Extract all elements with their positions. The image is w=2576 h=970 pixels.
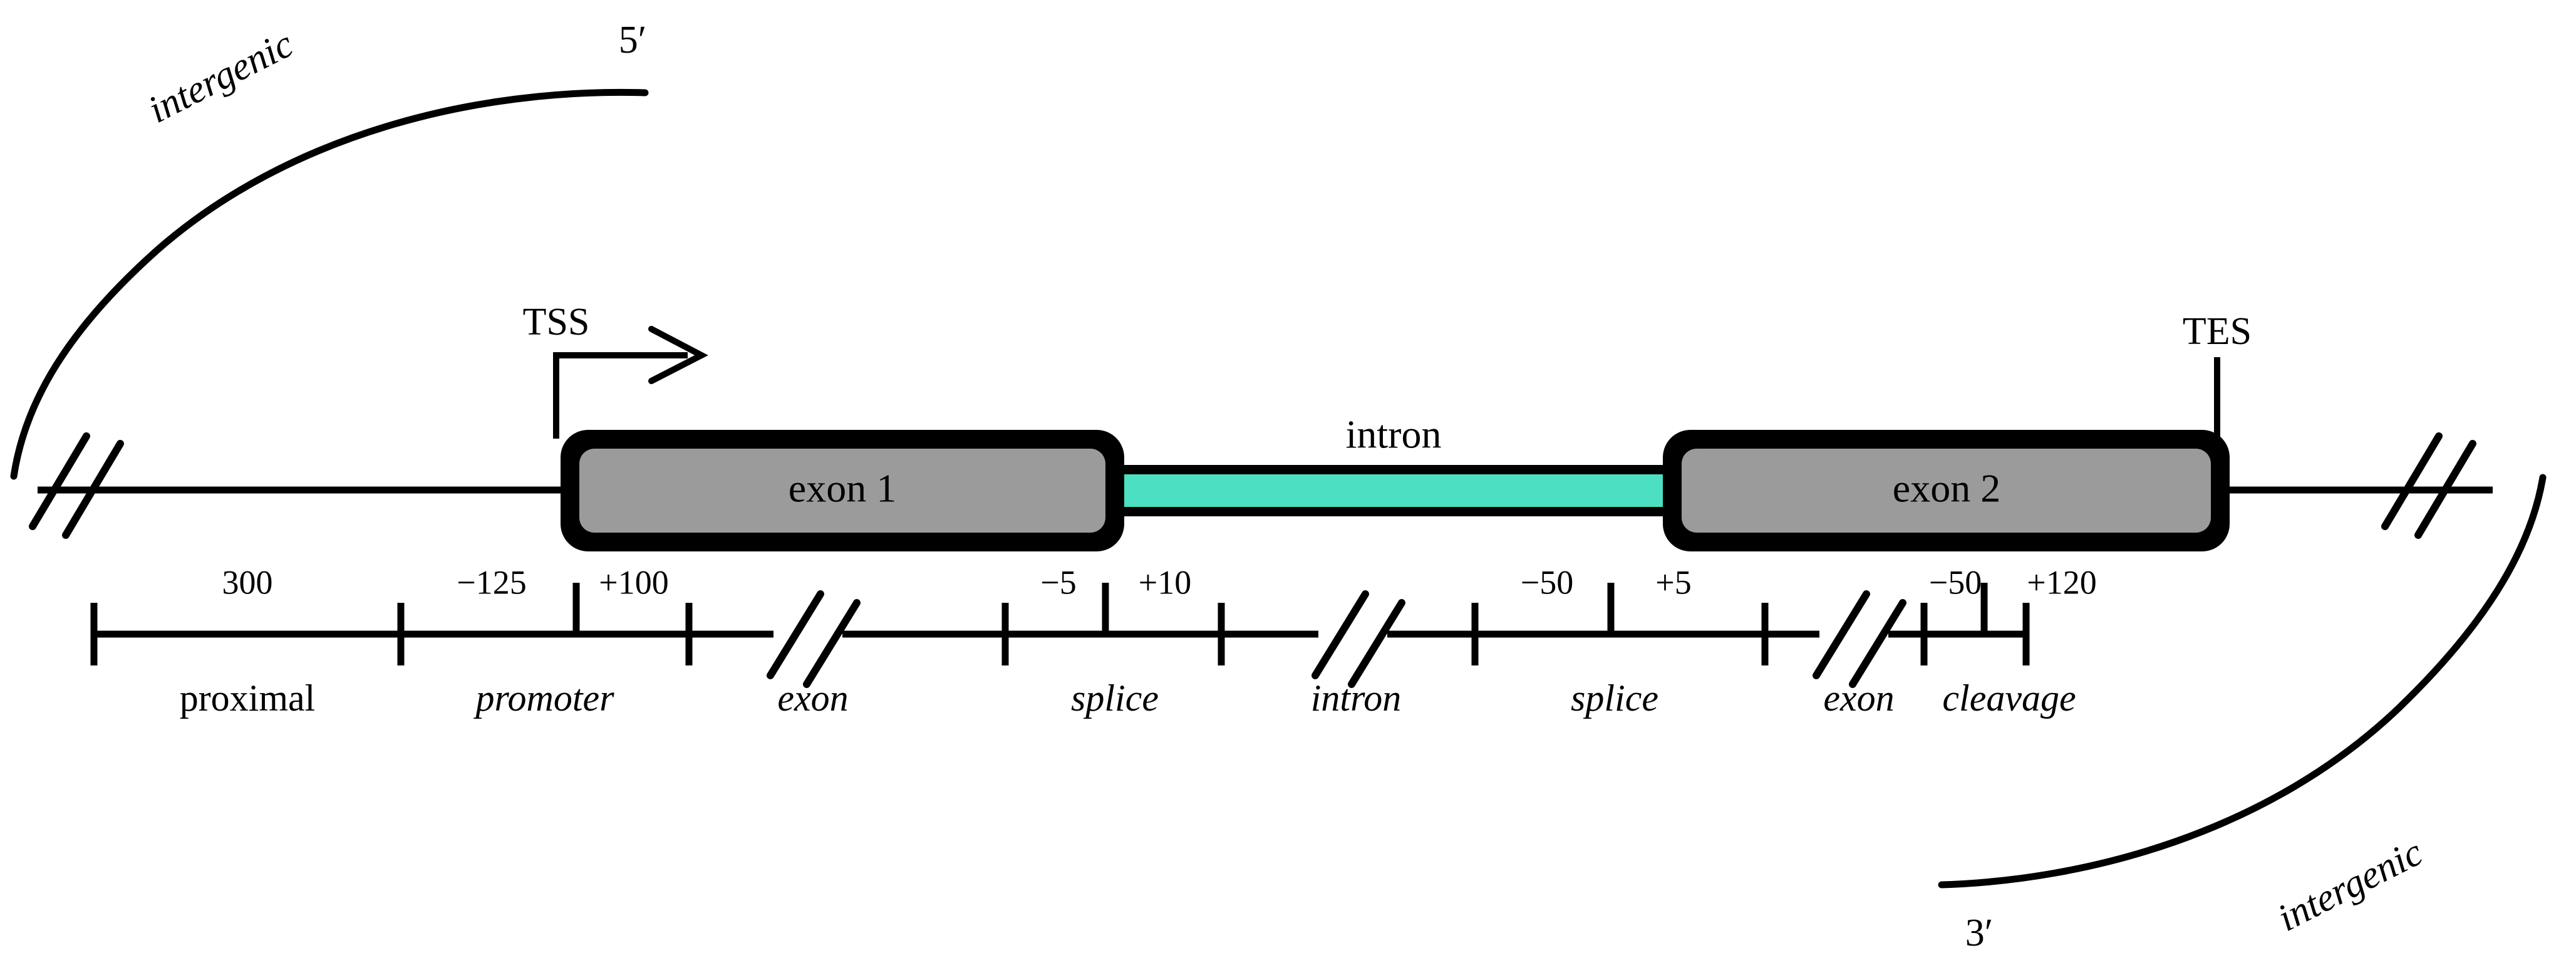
ruler-segment-splice-acceptor: splice	[1571, 677, 1658, 719]
ruler-break-marks	[767, 590, 1906, 688]
three-prime-label: 3′	[1965, 912, 1994, 954]
exon1-fill	[579, 449, 1105, 533]
ruler-value-splice-donor-plus10: +10	[1139, 563, 1191, 601]
ruler-segment-splice-donor: splice	[1071, 677, 1159, 719]
intergenic-left-label: intergenic	[142, 23, 300, 132]
ruler-segment-promoter: promoter	[473, 677, 614, 719]
exon1-feature: exon 1	[561, 430, 1124, 551]
intergenic-left-group: intergenic	[142, 23, 300, 132]
axis-break-right	[2381, 432, 2476, 539]
tss-marker: TSS	[523, 301, 708, 439]
ruler-value-splice-donor-minus5: −5	[1040, 563, 1076, 601]
ruler-tall-ticks	[572, 583, 1988, 634]
intergenic-curve-right	[1938, 474, 2547, 889]
tes-label: TES	[2183, 310, 2252, 353]
intron-label: intron	[1346, 412, 1442, 457]
ruler-segment-exon-left: exon	[777, 677, 848, 719]
ruler-segment-cleavage: cleavage	[1942, 677, 2076, 719]
exon2-label: exon 2	[1893, 466, 2000, 511]
exon2-fill	[1682, 449, 2211, 533]
ruler-value-proximal-300: 300	[222, 563, 273, 601]
tes-marker: TES	[2183, 310, 2252, 439]
coordinate-ruler: 300 −125 +100 −5 +10 −50 +5 −50 +120 pro…	[90, 563, 2097, 719]
ruler-value-promoter-minus125: −125	[457, 563, 526, 601]
axis-break-left	[29, 432, 124, 539]
ruler-value-splice-acceptor-minus50: −50	[1521, 563, 1573, 601]
ruler-segment-intron: intron	[1311, 677, 1401, 719]
intron-fill	[1118, 474, 1669, 507]
ruler-segment-exon-right: exon	[1823, 677, 1894, 719]
exon1-label: exon 1	[789, 466, 896, 511]
ruler-value-cleavage-plus120: +120	[2027, 563, 2096, 601]
exon2-feature: exon 2	[1663, 430, 2230, 551]
intergenic-right-group: intergenic	[2271, 831, 2429, 940]
tss-label: TSS	[523, 301, 590, 343]
ruler-value-splice-acceptor-plus5: +5	[1655, 563, 1691, 601]
tss-arrowhead-icon	[648, 326, 708, 384]
ruler-short-ticks	[90, 603, 2030, 665]
ruler-value-promoter-plus100: +100	[599, 563, 668, 601]
intergenic-curve-left	[10, 88, 649, 480]
five-prime-label: 5′	[619, 19, 647, 61]
intron-feature	[1109, 465, 1679, 516]
ruler-segment-proximal: proximal	[180, 677, 316, 719]
intergenic-right-label: intergenic	[2271, 831, 2429, 940]
ruler-value-cleavage-minus50: −50	[1929, 563, 1982, 601]
